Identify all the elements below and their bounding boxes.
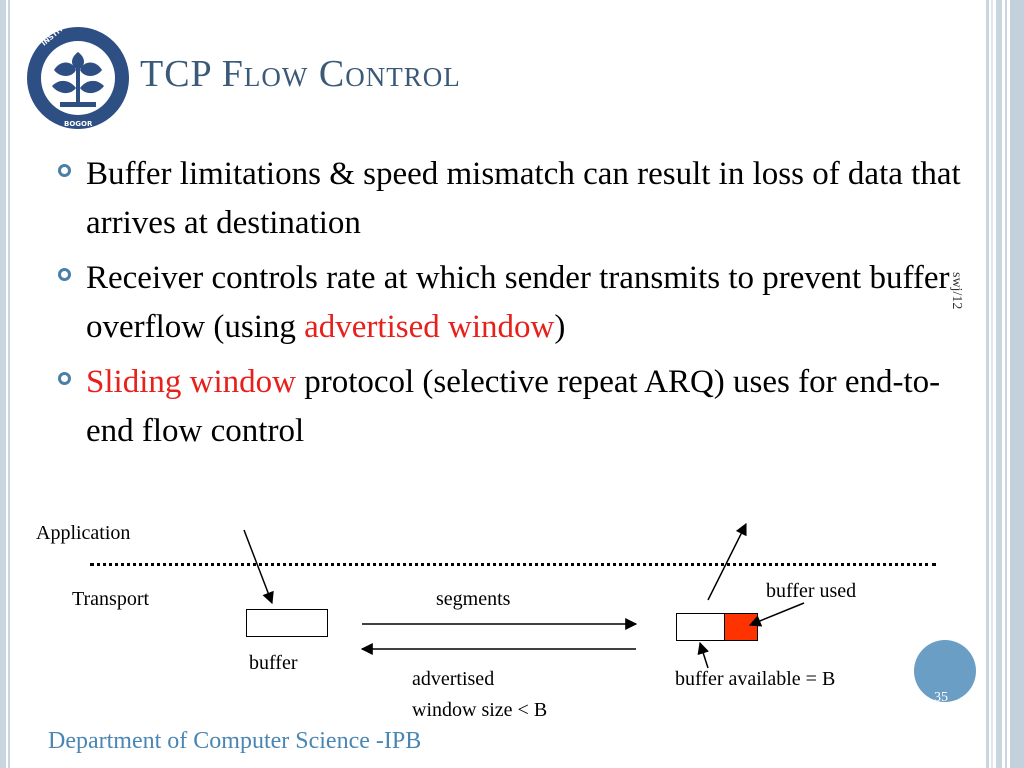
bullet-circle-icon — [58, 372, 71, 385]
page-number: 35 — [934, 690, 948, 705]
buffer-to-app-arrow — [707, 522, 747, 601]
layer-divider-line — [90, 563, 936, 566]
advertised-window-label-line1: advertised — [412, 668, 495, 690]
bullet-text: Receiver controls rate at which sender t… — [86, 260, 950, 345]
bullet-circle-icon — [58, 164, 71, 177]
side-note: swj/12 — [949, 272, 964, 310]
svg-text:BOGOR: BOGOR — [64, 120, 93, 128]
application-label: Application — [36, 522, 131, 544]
right-border-stripe — [1005, 0, 1007, 768]
slide-title: TCP Flow Control — [140, 53, 461, 95]
bullet-highlight-text: advertised window — [304, 309, 555, 345]
bullet-text: ) — [554, 309, 566, 345]
footer-text: Department of Computer Science -IPB — [48, 728, 422, 754]
bullet-item: Sliding window protocol (selective repea… — [58, 358, 978, 456]
segments-label: segments — [436, 588, 511, 610]
bullet-highlight-text: Sliding window — [86, 364, 296, 400]
right-border-stripe — [991, 0, 993, 768]
bullet-item: Receiver controls rate at which sender t… — [58, 254, 978, 352]
buffer-used-label: buffer used — [766, 580, 857, 602]
buffer-available-pointer — [697, 641, 710, 669]
advertised-window-label-line2: window size < B — [412, 699, 548, 721]
page-number-circle — [914, 640, 976, 702]
bullet-text: protocol (selective repeat ARQ) uses for… — [86, 364, 941, 449]
ipb-logo: INSTITUT PERTANIAN BOGOR — [25, 22, 131, 131]
left-border-bar — [0, 0, 6, 768]
right-border-stripe — [1010, 0, 1024, 768]
buffer-used-pointer — [748, 602, 805, 627]
left-border-line — [8, 0, 10, 768]
app-to-buffer-arrow — [243, 529, 274, 605]
bullet-item: Buffer limitations & speed mismatch can … — [58, 150, 978, 248]
transport-label: Transport — [72, 588, 150, 610]
bullet-list: Buffer limitations & speed mismatch can … — [58, 150, 978, 462]
bullet-circle-icon — [58, 268, 71, 281]
buffer-label: buffer — [249, 652, 298, 674]
sender-buffer — [246, 609, 328, 637]
buffer-available-label: buffer available = B — [675, 668, 836, 690]
right-border-stripe — [996, 0, 1002, 768]
right-border-stripe — [986, 0, 989, 768]
bullet-text: Buffer limitations & speed mismatch can … — [86, 156, 961, 241]
